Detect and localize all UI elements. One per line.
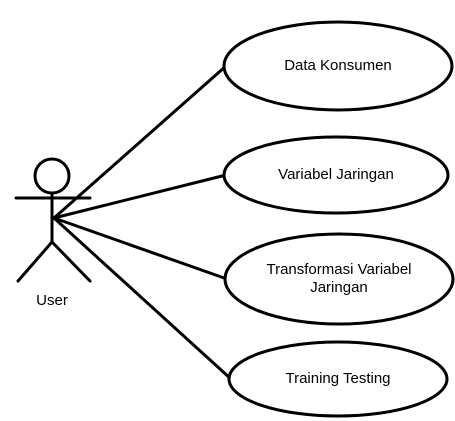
use-case-ellipse (222, 135, 450, 215)
stick-figure-icon (14, 157, 92, 283)
association-line-2 (52, 173, 228, 220)
use-case-ellipse (222, 20, 454, 112)
use-case-label: Transformasi Variabel (266, 261, 411, 278)
association-lines (52, 64, 233, 381)
use-case-label: Training Testing (285, 370, 390, 387)
use-case-ellipse (223, 232, 455, 326)
association-line-4 (52, 216, 233, 381)
use-case-label: Variabel Jaringan (278, 166, 394, 183)
use-case-training-testing: Training Testing (227, 340, 449, 418)
actor-leg-right (50, 240, 92, 283)
use-case-label: Jaringan (310, 279, 368, 296)
use-case-data-konsumen: Data Konsumen (222, 20, 454, 112)
actor-leg-left (16, 240, 54, 283)
association-line-3 (52, 216, 229, 281)
association-line-1 (52, 64, 228, 220)
actor-user: User (14, 157, 92, 309)
actor-label: User (36, 292, 68, 309)
use-case-variabel-jaringan: Variabel Jaringan (222, 135, 450, 215)
use-case-ellipse (227, 340, 449, 418)
actor-head (33, 157, 71, 195)
use-case-label: Data Konsumen (284, 57, 392, 74)
